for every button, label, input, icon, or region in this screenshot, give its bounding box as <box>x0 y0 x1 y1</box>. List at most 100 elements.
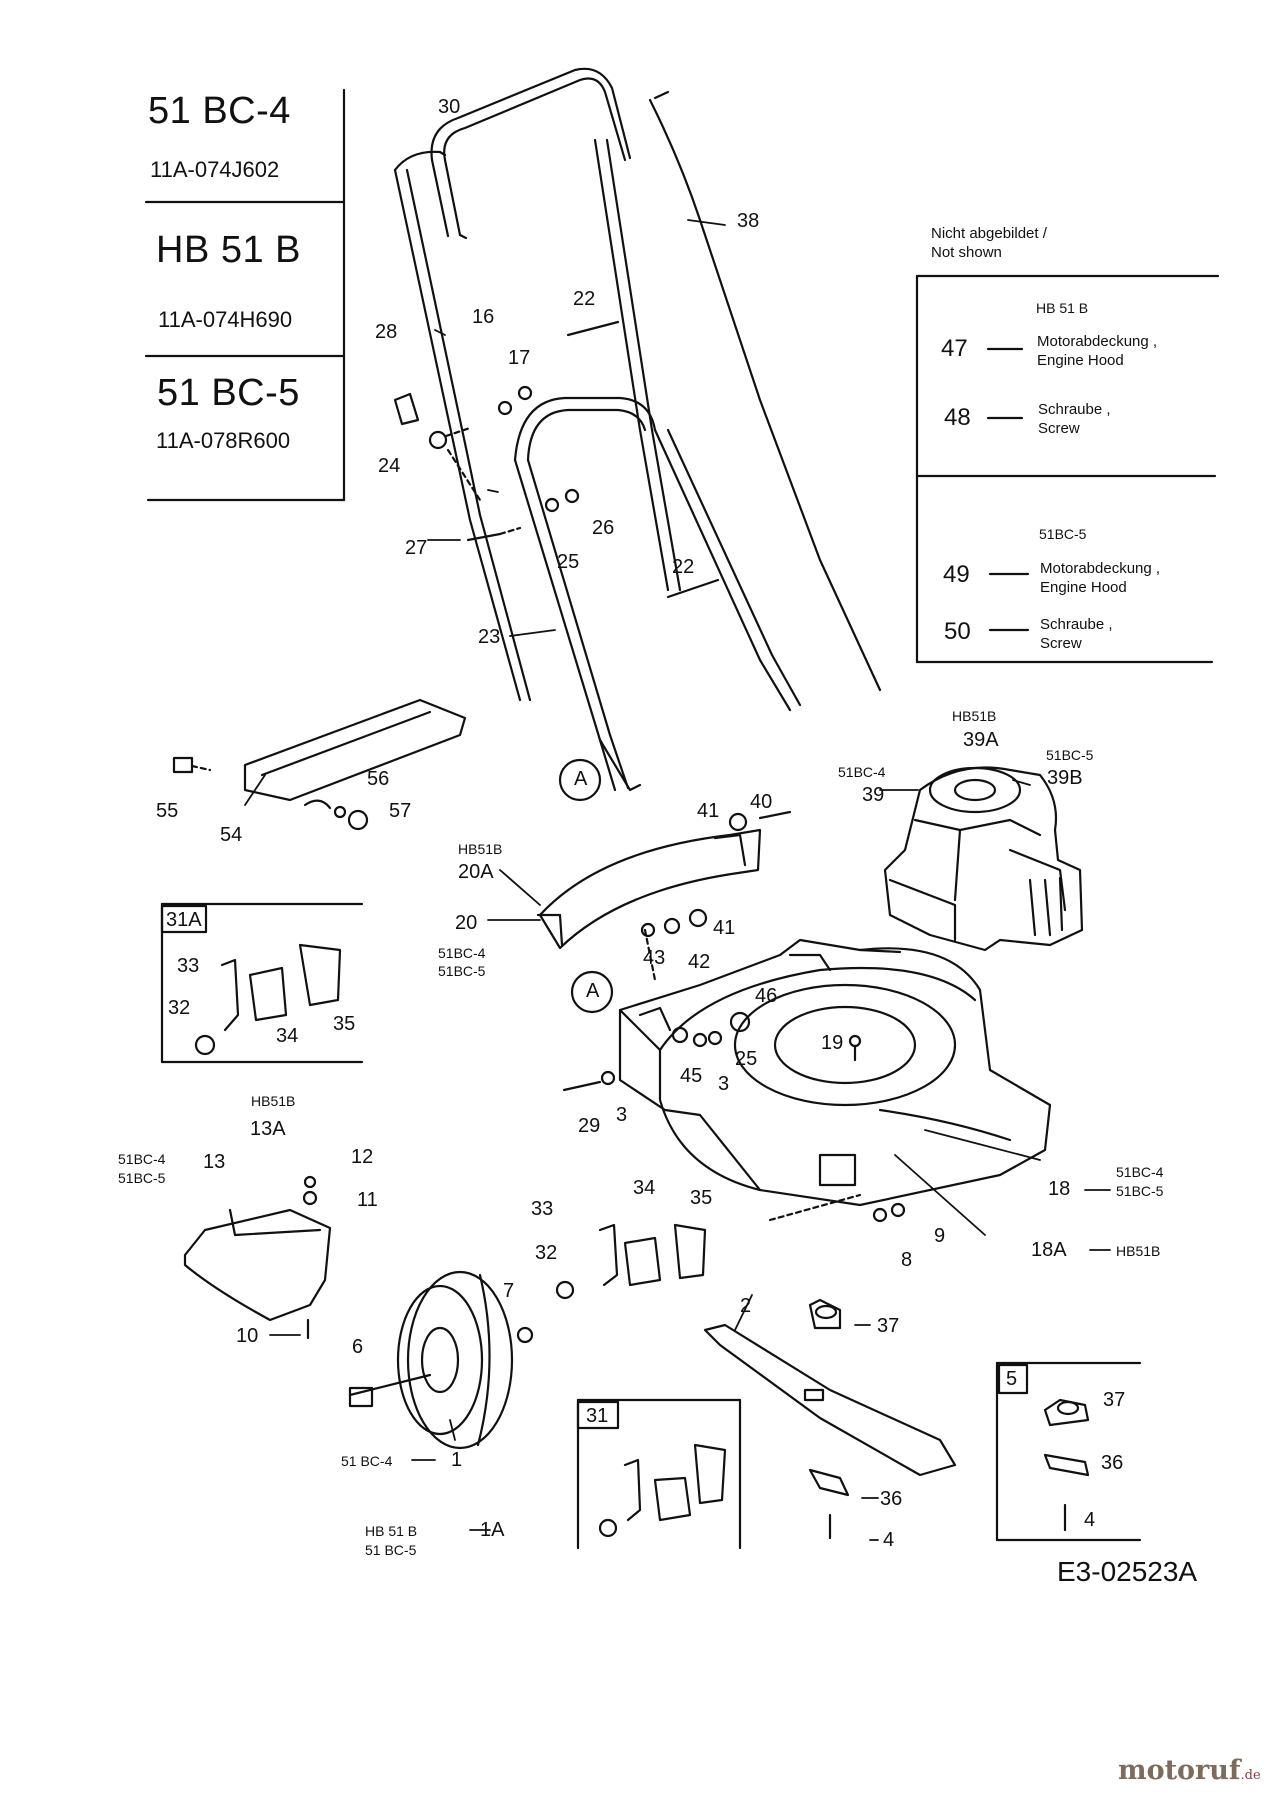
not-shown-part-desc-de: Motorabdeckung , <box>1037 333 1158 350</box>
part-callout: 32 <box>535 1242 558 1264</box>
part-callout: 7 <box>503 1280 515 1302</box>
model-name-2: HB 51 B <box>156 229 302 271</box>
part-callout: 20A <box>458 861 494 883</box>
variant-label: 51BC-5 <box>438 963 486 979</box>
part-callout: 33 <box>531 1198 554 1220</box>
part-callout: 43 <box>643 947 666 969</box>
part-callout: 34 <box>276 1025 299 1047</box>
variant-label: 51BC-5 <box>118 1170 166 1186</box>
rear-bracket <box>536 810 792 982</box>
part-callout: 39A <box>963 729 999 751</box>
reference-circles <box>558 758 614 1014</box>
part-callout: 3 <box>616 1104 628 1126</box>
variant-label: 51BC-5 <box>1046 747 1094 763</box>
part-callout: 27 <box>405 537 428 559</box>
part-callout: 1A <box>480 1519 505 1541</box>
part-callout: 54 <box>220 824 243 846</box>
mulch-kit-31A <box>160 902 364 1064</box>
part-callout: 38 <box>737 210 760 232</box>
variant-label: HB51B <box>1116 1243 1161 1259</box>
not-shown-part-number: 47 <box>941 335 968 362</box>
variant-label: 51BC-4 <box>1116 1164 1164 1180</box>
part-callout: 33 <box>177 955 200 977</box>
part-callout: 22 <box>573 288 596 310</box>
part-callout: 4 <box>1084 1509 1096 1531</box>
model-table-lines <box>144 88 346 502</box>
part-callout: 35 <box>690 1187 713 1209</box>
part-callout: 12 <box>351 1146 374 1168</box>
part-callout: 24 <box>378 455 401 477</box>
part-callout: 26 <box>592 517 615 539</box>
part-callout: 18 <box>1048 1178 1071 1200</box>
variant-label: HB51B <box>251 1093 296 1109</box>
part-callout: 36 <box>880 1488 903 1510</box>
brand-tld: .de <box>1240 1768 1261 1783</box>
part-callout: 34 <box>633 1177 656 1199</box>
part-callout: 8 <box>901 1249 913 1271</box>
not-shown-part-number: 50 <box>944 618 971 645</box>
part-callout: 46 <box>755 985 778 1007</box>
brand-name: motoruf <box>1118 1755 1241 1786</box>
part-callout: 13A <box>250 1118 286 1140</box>
part-callout: 42 <box>688 951 711 973</box>
not-shown-part-desc-de: Schraube , <box>1040 616 1113 633</box>
part-callout: 57 <box>389 800 412 822</box>
part-callout: 25 <box>557 551 580 573</box>
model-name-3: 51 BC-5 <box>157 372 300 414</box>
part-callout: 20 <box>455 912 478 934</box>
part-callout: 6 <box>352 1336 364 1358</box>
part-callout: 4 <box>883 1529 895 1551</box>
blade <box>703 1298 957 1540</box>
blade-adapter-box <box>995 1361 1142 1542</box>
variant-label: 51BC-4 <box>438 945 486 961</box>
part-callout: 13 <box>203 1151 226 1173</box>
part-callout: 2 <box>740 1295 752 1317</box>
part-callout: 17 <box>508 347 531 369</box>
document-id: E3-02523A <box>1057 1556 1198 1587</box>
not-shown-part-desc-en: Screw <box>1038 420 1080 437</box>
part-callout: 10 <box>236 1325 259 1347</box>
not-shown-title-de: Nicht abgebildet / <box>931 225 1047 242</box>
reference-marker-A: A <box>586 980 600 1002</box>
mulch-kit-31-box <box>576 1398 742 1550</box>
rear-flap <box>183 1175 332 1340</box>
part-callout: 37 <box>1103 1389 1126 1411</box>
part-callout: 28 <box>375 321 398 343</box>
model-code-3: 11A-078R600 <box>156 428 291 453</box>
part-callout: 9 <box>934 1225 946 1247</box>
part-callout: 30 <box>438 96 461 118</box>
part-callout: 25 <box>735 1048 758 1070</box>
not-shown-part-desc-de: Schraube , <box>1038 401 1111 418</box>
variant-label: 51BC-4 <box>838 764 886 780</box>
mower-deck <box>562 938 1052 1223</box>
part-callout: 36 <box>1101 1452 1124 1474</box>
variant-label: 51 BC-4 <box>341 1453 393 1469</box>
not-shown-part-desc-en: Screw <box>1040 635 1082 652</box>
part-callout: 39 <box>862 784 885 806</box>
not-shown-group-model: 51BC-5 <box>1039 526 1087 542</box>
part-callout: 19 <box>821 1032 844 1054</box>
not-shown-part-desc-en: Engine Hood <box>1037 352 1124 369</box>
not-shown-box-lines <box>915 274 1220 664</box>
not-shown-part-number: 48 <box>944 404 971 431</box>
wheel <box>348 1270 534 1450</box>
variant-label: 51BC-4 <box>118 1151 166 1167</box>
leader-lines <box>244 219 1111 1541</box>
part-callout: 22 <box>672 556 695 578</box>
part-callout: 41 <box>697 800 720 822</box>
bag-bracket-parts <box>172 698 467 831</box>
part-callout: 45 <box>680 1065 703 1087</box>
part-callout: 39B <box>1047 767 1083 789</box>
variant-label: HB 51 B <box>365 1523 418 1539</box>
part-callout: 32 <box>168 997 191 1019</box>
engine <box>883 766 1084 952</box>
handle-assembly <box>393 67 882 792</box>
part-callout: 11 <box>357 1189 378 1211</box>
kit-label: 5 <box>1006 1368 1018 1390</box>
part-callout: 29 <box>578 1115 601 1137</box>
part-callout: 37 <box>877 1315 900 1337</box>
model-code-2: 11A-074H690 <box>158 307 293 332</box>
not-shown-part-desc-de: Motorabdeckung , <box>1040 560 1161 577</box>
mulch-parts <box>555 1223 707 1300</box>
